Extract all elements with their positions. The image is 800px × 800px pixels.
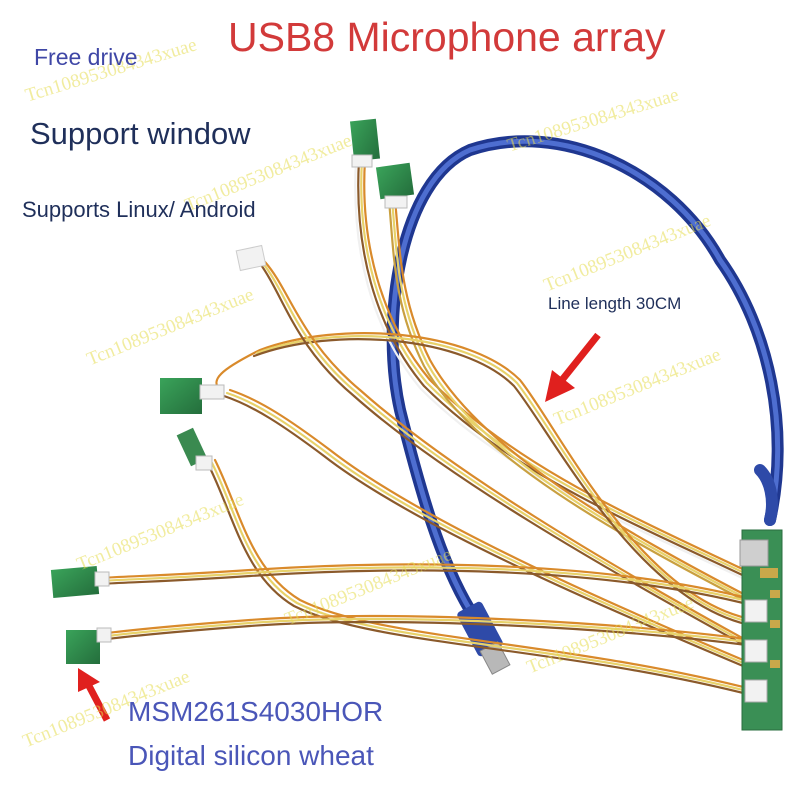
red-arrow-icon <box>545 332 601 402</box>
mic-board-top-2 <box>375 162 415 209</box>
page-title: USB8 Microphone array <box>228 14 666 60</box>
callout-model-number: MSM261S4030HOR <box>128 696 384 727</box>
feature-windows-support: Support window <box>30 116 251 151</box>
callout-description: Digital silicon wheat <box>128 740 374 771</box>
mic-board-left-angled <box>176 427 213 471</box>
usb-hub-board <box>739 529 783 731</box>
mic-boards <box>50 118 415 664</box>
mic-board-top-left <box>235 244 267 272</box>
mic-board-left-mid <box>160 378 225 414</box>
usb-cable <box>386 135 784 616</box>
callout-line-length: Line length 30CM <box>548 294 682 313</box>
mic-board-top-1 <box>349 118 381 168</box>
feature-linux-android-support: Supports Linux/ Android <box>22 197 256 222</box>
mic-board-bottom-1 <box>50 566 110 598</box>
red-arrow-up-icon <box>78 668 111 722</box>
mic-board-bottom-2 <box>66 627 112 664</box>
feature-free-drive: Free drive <box>34 44 138 70</box>
wire-bundles <box>98 158 757 698</box>
